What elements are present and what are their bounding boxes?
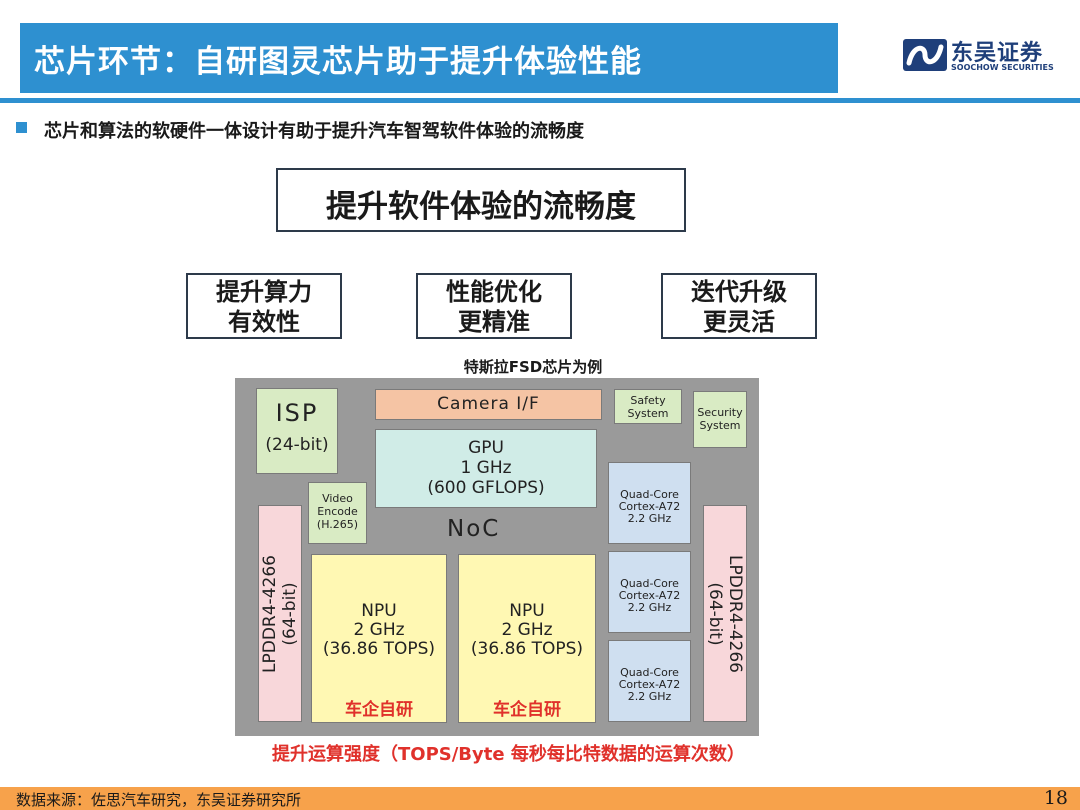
safety-system-block: Safety System xyxy=(614,389,682,424)
cpu-cluster-2: Quad-Core Cortex-A72 2.2 GHz xyxy=(608,551,691,633)
video-encode-block: Video Encode (H.265) xyxy=(308,482,367,544)
npu-frequency: 2 GHz xyxy=(353,620,405,640)
lpddr-right-label: LPDDR4-4266 (64-bit) xyxy=(705,555,745,673)
sub-box-line2: 更精准 xyxy=(458,308,530,336)
safety-line1: Safety xyxy=(630,394,666,407)
lpddr-line1: LPDDR4-4266 xyxy=(260,554,280,673)
npu-self-developed-label: 车企自研 xyxy=(345,700,413,720)
header-divider xyxy=(0,98,1080,103)
sub-box-performance: 性能优化 更精准 xyxy=(416,273,572,339)
main-goal-text: 提升软件体验的流畅度 xyxy=(326,189,636,225)
gpu-frequency: 1 GHz xyxy=(460,458,512,478)
video-line2: Encode xyxy=(317,505,358,518)
sub-box-line1: 提升算力 xyxy=(216,278,312,306)
security-system-block: Security System xyxy=(693,391,747,448)
cpu-line3: 2.2 GHz xyxy=(627,690,672,703)
npu-performance: (36.86 TOPS) xyxy=(470,639,584,659)
isp-name: ISP xyxy=(275,399,319,427)
cpu-line2: Cortex-A72 xyxy=(618,678,681,691)
video-line3: (H.265) xyxy=(316,518,359,531)
brand-logo: 东吴证券 SOOCHOW SECURITIES xyxy=(903,37,1063,77)
sub-box-line1: 性能优化 xyxy=(446,278,542,306)
main-goal-box: 提升软件体验的流畅度 xyxy=(276,168,686,232)
cpu-cluster-3: Quad-Core Cortex-A72 2.2 GHz xyxy=(608,640,691,722)
cpu-cluster-1: Quad-Core Cortex-A72 2.2 GHz xyxy=(608,462,691,544)
npu-frequency: 2 GHz xyxy=(501,620,553,640)
lpddr-right-block: LPDDR4-4266 (64-bit) xyxy=(703,505,747,722)
npu-performance: (36.86 TOPS) xyxy=(322,639,436,659)
cpu-line1: Quad-Core xyxy=(620,666,679,679)
security-line1: Security xyxy=(697,406,743,419)
footer-bar: 数据来源：佐思汽车研究，东吴证券研究所 18 xyxy=(0,787,1080,810)
gpu-block: GPU 1 GHz (600 GFLOPS) xyxy=(375,429,597,508)
lpddr-line2: (64-bit) xyxy=(280,581,300,646)
lpddr-line1: LPDDR4-4266 xyxy=(725,554,745,673)
npu-name: NPU xyxy=(361,601,397,621)
chip-caption-text: 特斯拉FSD芯片为例 xyxy=(463,358,603,376)
gpu-performance: (600 GFLOPS) xyxy=(427,478,545,498)
gpu-name: GPU xyxy=(468,438,504,458)
camera-interface-block: Camera I/F xyxy=(375,389,602,420)
isp-block: ISP (24-bit) xyxy=(256,388,338,474)
cpu-line2: Cortex-A72 xyxy=(618,500,681,513)
chip-caption: 特斯拉FSD芯片为例 xyxy=(0,356,1080,377)
page-title: 芯片环节：自研图灵芯片助于提升体验性能 xyxy=(34,44,642,80)
cpu-line1: Quad-Core xyxy=(620,488,679,501)
lpddr-left-label: LPDDR4-4266 (64-bit) xyxy=(260,555,300,673)
noc-label: NoC xyxy=(447,516,501,542)
bullet-square-icon xyxy=(16,122,27,133)
soochow-logo-icon xyxy=(903,39,947,71)
safety-line2: System xyxy=(627,407,669,420)
title-bar: 芯片环节：自研图灵芯片助于提升体验性能 xyxy=(20,23,838,93)
data-source: 数据来源：佐思汽车研究，东吴证券研究所 xyxy=(16,791,302,809)
logo-english-name: SOOCHOW SECURITIES xyxy=(951,63,1054,72)
npu-block-2: NPU 2 GHz (36.86 TOPS) 车企自研 xyxy=(458,554,596,723)
lpddr-left-block: LPDDR4-4266 (64-bit) xyxy=(258,505,302,722)
page-number: 18 xyxy=(1043,787,1068,809)
sub-box-line2: 更灵活 xyxy=(703,308,775,336)
logo-chinese-name: 东吴证券 xyxy=(951,41,1044,66)
camera-interface-label: Camera I/F xyxy=(437,394,540,414)
compute-intensity-note: 提升运算强度（TOPS/Byte 每秒每比特数据的运算次数） xyxy=(272,744,745,765)
video-line1: Video xyxy=(322,492,353,505)
bullet-point: 芯片和算法的软硬件一体设计有助于提升汽车智驾软件体验的流畅度 xyxy=(44,121,584,142)
cpu-line3: 2.2 GHz xyxy=(627,601,672,614)
fsd-chip-diagram: ISP (24-bit) Camera I/F Safety System Se… xyxy=(235,378,759,736)
npu-block-1: NPU 2 GHz (36.86 TOPS) 车企自研 xyxy=(311,554,447,723)
npu-name: NPU xyxy=(509,601,545,621)
lpddr-line2: (64-bit) xyxy=(705,581,725,646)
cpu-line1: Quad-Core xyxy=(620,577,679,590)
npu-self-developed-label: 车企自研 xyxy=(493,700,561,720)
isp-detail: (24-bit) xyxy=(265,435,329,455)
sub-box-line2: 有效性 xyxy=(228,308,300,336)
cpu-line3: 2.2 GHz xyxy=(627,512,672,525)
cpu-line2: Cortex-A72 xyxy=(618,589,681,602)
sub-box-iteration: 迭代升级 更灵活 xyxy=(661,273,817,339)
security-line2: System xyxy=(699,419,741,432)
sub-box-line1: 迭代升级 xyxy=(691,278,787,306)
sub-box-compute: 提升算力 有效性 xyxy=(186,273,342,339)
